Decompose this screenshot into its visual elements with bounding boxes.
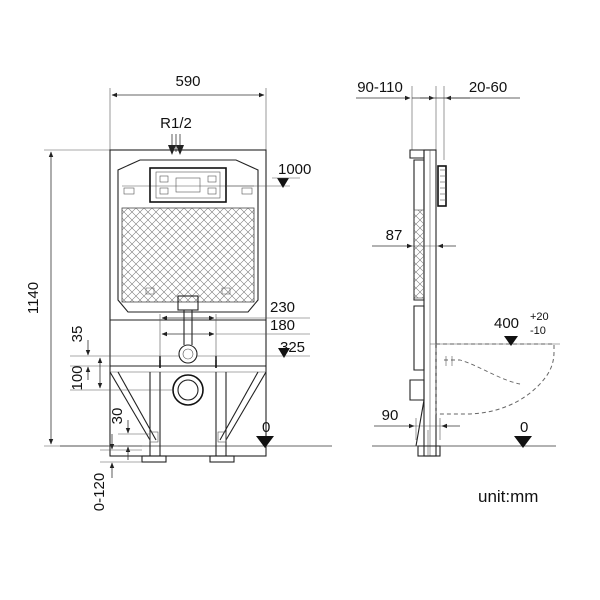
dim-100-label: 100 bbox=[69, 365, 86, 390]
actuator-height-label: 1000 bbox=[278, 161, 311, 178]
cistern-depth-label: 87 bbox=[386, 227, 403, 244]
seat-height-label: 400 bbox=[494, 315, 519, 332]
toilet-bowl bbox=[430, 343, 560, 415]
outlet-height-label: 325 bbox=[280, 339, 305, 356]
left-vertical-dimensions: 35 100 bbox=[69, 326, 180, 391]
foot-depth-dimension: 90 bbox=[374, 407, 460, 440]
dim-30-label: 30 bbox=[109, 408, 126, 425]
flush-plate-opening bbox=[149, 167, 227, 203]
flush-outlet-spacing-label: 230 bbox=[270, 299, 295, 316]
foot-depth-label: 90 bbox=[382, 407, 399, 424]
seat-tolerance-minus: -10 bbox=[530, 325, 546, 337]
cistern-insulation-mesh bbox=[121, 207, 255, 303]
height-label: 1140 bbox=[25, 282, 42, 314]
leg-adjust-label: 0-120 bbox=[91, 473, 108, 511]
front-floor-level: 0 bbox=[60, 419, 332, 448]
front-floor-label: 0 bbox=[262, 419, 270, 436]
frame bbox=[109, 149, 267, 463]
unit-label: unit:mm bbox=[478, 487, 538, 506]
dim-35-label: 35 bbox=[69, 326, 86, 343]
inlet-label: R1/2 bbox=[160, 115, 192, 132]
seat-tolerance-plus: +20 bbox=[530, 311, 549, 323]
actuator-height-dimension: 1000 bbox=[226, 161, 311, 188]
wall-thickness-label: 20-60 bbox=[469, 79, 507, 96]
cistern-depth-dimension: 87 bbox=[372, 227, 456, 249]
water-inlet-marker: R1/2 bbox=[160, 115, 192, 155]
width-dimension: 590 bbox=[109, 73, 267, 158]
depth-dimensions: 90-110 20-60 bbox=[356, 79, 520, 160]
seat-height-dimension: 400 +20 -10 bbox=[494, 311, 549, 346]
front-view: 590 R1/2 1140 bbox=[25, 73, 332, 511]
outlet-dimensions: 230 180 325 bbox=[159, 299, 310, 360]
side-frame bbox=[409, 149, 447, 457]
frame-depth-label: 90-110 bbox=[357, 79, 403, 96]
side-view: 90-110 20-60 bbox=[356, 79, 560, 457]
side-cistern-mesh bbox=[413, 209, 425, 299]
bolt-spacing-label: 180 bbox=[270, 317, 295, 334]
leg-adjust-dimension: 0-120 bbox=[91, 434, 142, 511]
side-floor-label: 0 bbox=[520, 419, 528, 436]
side-floor-level: 0 bbox=[372, 419, 556, 448]
foot-height-dimension: 30 bbox=[109, 408, 150, 460]
flush-outlet bbox=[178, 344, 198, 364]
width-label: 590 bbox=[175, 73, 200, 90]
